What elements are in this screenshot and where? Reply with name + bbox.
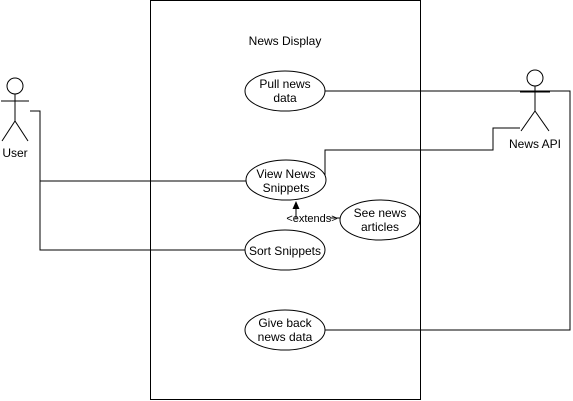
use-case-pull-news-data-line2: data [273, 91, 297, 105]
assoc-user-view-snippets [30, 110, 246, 182]
system-title: News Display [249, 34, 322, 48]
association-lines [30, 90, 571, 331]
use-case-view-news-snippets-line2: Snippets [263, 181, 310, 195]
use-case-give-back-news-data[interactable]: Give back news data [244, 309, 326, 351]
use-case-see-news-articles-line1: See news [354, 206, 407, 220]
assoc-user-sort-snippets [39, 181, 246, 251]
use-case-view-news-snippets[interactable]: View News Snippets [245, 159, 327, 201]
system-boundary [150, 0, 421, 400]
actor-news-api[interactable]: News API [509, 69, 561, 151]
extends-arrowhead-icon [292, 201, 300, 209]
use-case-pull-news-data-line1: Pull news [259, 77, 310, 91]
actor-user-label: User [2, 146, 27, 160]
assoc-api-give-back-data [325, 90, 571, 331]
actor-user[interactable]: User [1, 77, 29, 160]
use-case-sort-snippets-label: Sort Snippets [249, 244, 321, 258]
use-case-give-back-news-data-line1: Give back [258, 316, 312, 330]
extends-label: <extends> [286, 213, 337, 225]
use-case-sort-snippets[interactable]: Sort Snippets [244, 229, 326, 271]
assoc-api-view-snippets [324, 127, 520, 180]
user-stick-figure-icon [1, 77, 29, 142]
use-case-see-news-articles-line2: articles [361, 220, 399, 234]
use-case-give-back-news-data-line2: news data [258, 330, 313, 344]
use-case-see-news-articles[interactable]: See news articles [339, 199, 421, 241]
news-api-stick-figure-icon [520, 69, 550, 132]
use-case-pull-news-data[interactable]: Pull news data [244, 70, 326, 112]
actor-news-api-label: News API [509, 137, 561, 151]
use-case-view-news-snippets-line1: View News [256, 167, 315, 181]
